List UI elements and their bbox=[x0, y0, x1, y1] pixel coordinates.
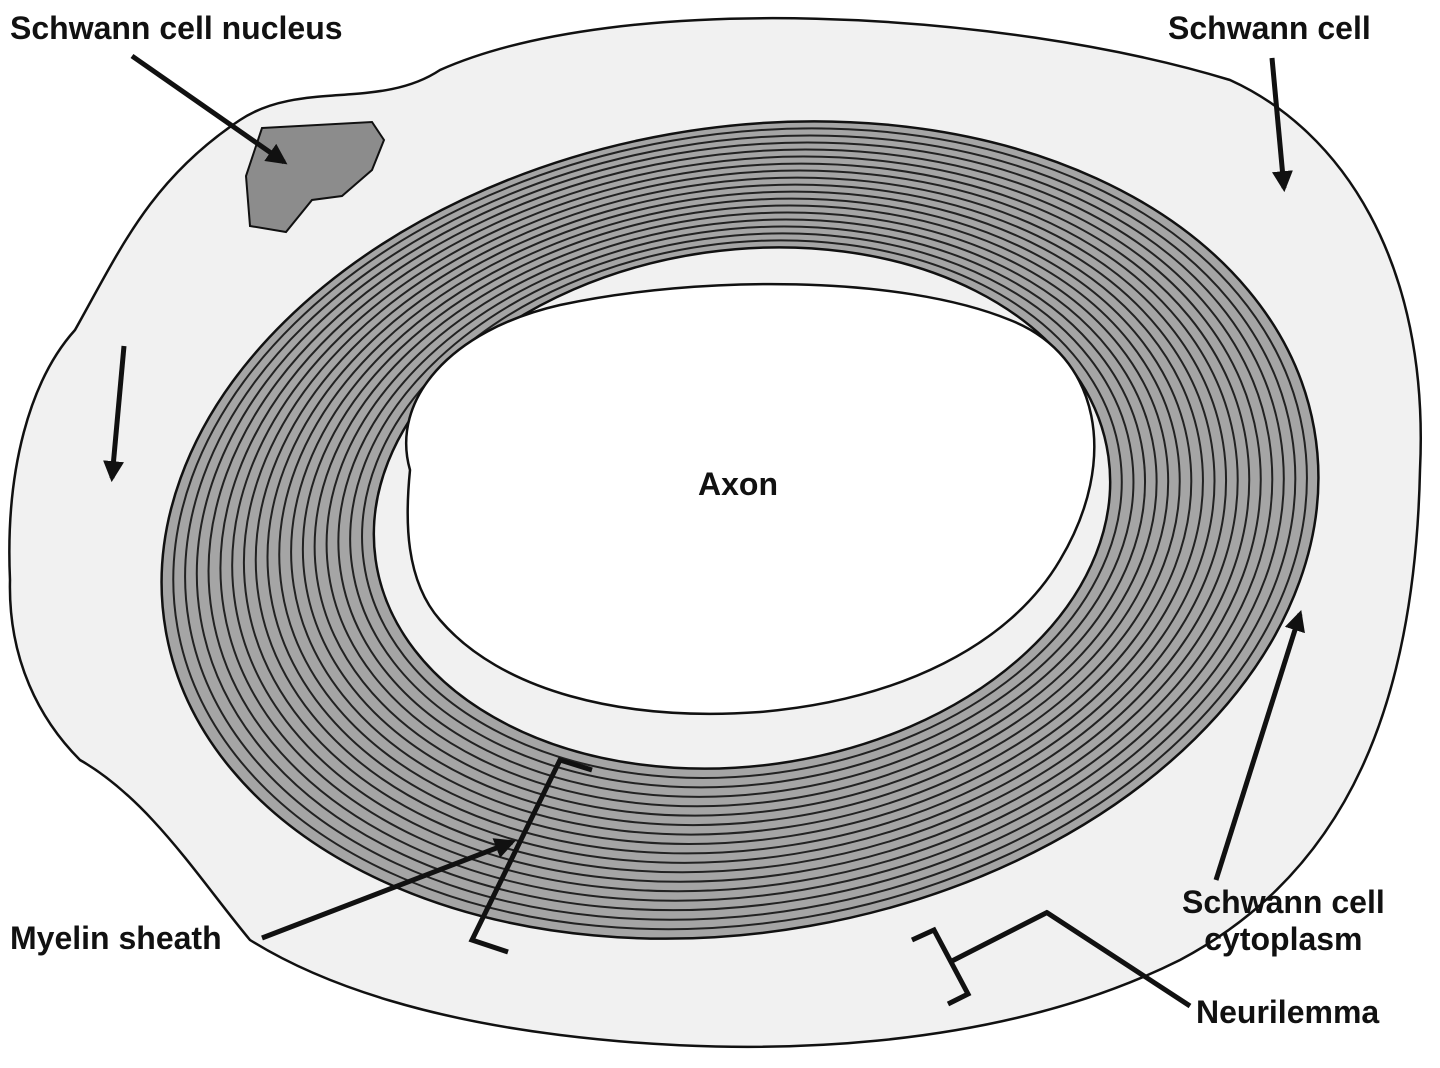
myelin-layer bbox=[195, 141, 1285, 912]
cytoplasm-label-line-2: cytoplasm bbox=[1204, 920, 1363, 957]
myelin-layer bbox=[172, 127, 1308, 931]
schwann-cell-label: Schwann cell bbox=[1168, 10, 1371, 46]
myelin-layer bbox=[361, 239, 1123, 779]
nucleus-arrow bbox=[130, 53, 288, 165]
myelin-layer bbox=[254, 176, 1228, 864]
left-cytoplasm-arrow bbox=[103, 345, 127, 483]
myelin-layer bbox=[301, 204, 1181, 827]
cytoplasm-arrow bbox=[1213, 609, 1305, 881]
myelin-sheath-label: Myelin sheath bbox=[10, 920, 222, 956]
axon bbox=[404, 282, 1096, 716]
myelin-layer bbox=[290, 197, 1193, 836]
myelin-layer bbox=[242, 169, 1239, 874]
myelin-layer-lines bbox=[172, 127, 1308, 931]
myelin-sheath-arrow bbox=[261, 838, 516, 941]
schwann-cell-arrow bbox=[1269, 57, 1293, 193]
myelin-layer bbox=[207, 148, 1274, 902]
myelin-layer bbox=[349, 232, 1135, 789]
neurilemma-bracket bbox=[910, 909, 1050, 1007]
neurilemma-arrow bbox=[1044, 909, 1192, 1009]
myelin-layer bbox=[278, 190, 1204, 845]
myelin-layer bbox=[184, 134, 1297, 921]
myelin-layer bbox=[266, 183, 1216, 855]
axon-label: Axon bbox=[698, 466, 778, 502]
myelin-layer bbox=[231, 162, 1251, 883]
myelin-sheath-bracket bbox=[468, 756, 593, 955]
neurilemma-label: Neurilemma bbox=[1196, 994, 1380, 1030]
cytoplasm-label-line-1: Schwann cell bbox=[1182, 884, 1385, 920]
myelin-layer bbox=[313, 211, 1170, 817]
myelin-layer bbox=[325, 218, 1158, 808]
schwann-cell-nucleus-label: Schwann cell nucleus bbox=[10, 10, 343, 46]
myelin-layer bbox=[337, 225, 1146, 798]
myelin-layer bbox=[219, 155, 1262, 893]
schwann-cell-cytoplasm-label: Schwann cell cytoplasm bbox=[1182, 884, 1385, 958]
